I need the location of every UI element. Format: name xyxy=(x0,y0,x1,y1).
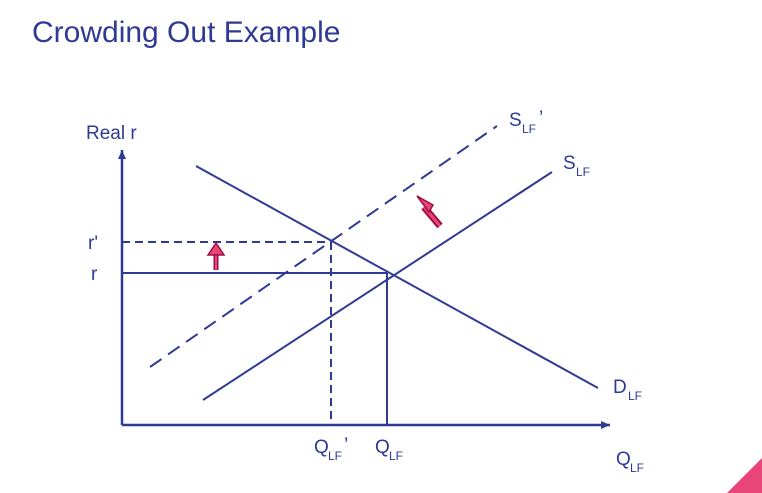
q-label: Q LF xyxy=(375,437,403,463)
demand-label: D LF xyxy=(613,377,642,403)
y-axis-label: Real r xyxy=(86,123,137,144)
rate-increase-arrow xyxy=(206,241,226,270)
supply-shifted-label: S LF ’ xyxy=(509,108,543,136)
slide-title: Crowding Out Example xyxy=(32,16,341,49)
svg-text:LF: LF xyxy=(522,122,536,136)
r-prime-label: r' xyxy=(88,233,98,254)
svg-text:Q: Q xyxy=(314,437,329,458)
svg-text:LF: LF xyxy=(328,449,342,463)
r-label: r xyxy=(91,264,98,285)
svg-text:S: S xyxy=(509,110,522,131)
svg-text:’: ’ xyxy=(539,108,543,129)
q-prime-label: Q LF ’ xyxy=(314,435,348,463)
svg-text:’: ’ xyxy=(344,435,348,456)
svg-text:Q: Q xyxy=(375,437,390,458)
supply-label: S LF xyxy=(563,153,590,179)
corner-accent-triangle xyxy=(727,458,762,493)
svg-text:S: S xyxy=(563,153,576,174)
supply-curve-shifted xyxy=(149,125,498,368)
supply-shift-arrow xyxy=(416,195,443,229)
supply-curve xyxy=(202,171,553,401)
svg-text:D: D xyxy=(613,377,627,398)
svg-text:Q: Q xyxy=(616,449,631,470)
svg-text:LF: LF xyxy=(576,165,590,179)
svg-text:LF: LF xyxy=(628,389,642,403)
x-axis-label: Q LF xyxy=(616,449,644,475)
demand-curve xyxy=(195,165,599,389)
svg-text:LF: LF xyxy=(389,449,403,463)
svg-text:LF: LF xyxy=(630,461,644,475)
